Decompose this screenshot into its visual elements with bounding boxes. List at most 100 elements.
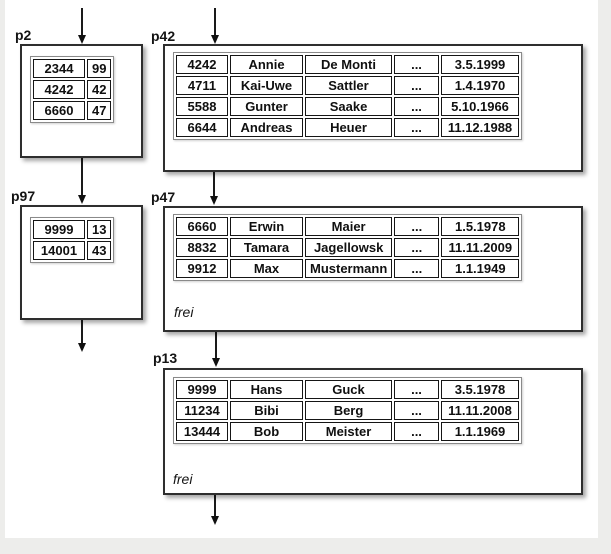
- table-cell: Andreas: [230, 118, 303, 137]
- table-cell: 3.5.1999: [441, 55, 519, 74]
- table-cell: 4242: [176, 55, 228, 74]
- table-cell: Berg: [305, 401, 392, 420]
- arrow-p13-out: [210, 495, 220, 525]
- table-cell: Saake: [305, 97, 392, 116]
- table-cell: 11.11.2008: [441, 401, 519, 420]
- table-cell: 4711: [176, 76, 228, 95]
- table-cell: Jagellowsk: [305, 238, 393, 257]
- table-cell: 1.4.1970: [441, 76, 519, 95]
- table-cell: 6644: [176, 118, 228, 137]
- table-cell: De Monti: [305, 55, 392, 74]
- table-cell: Gunter: [230, 97, 303, 116]
- arrow-line: [81, 320, 83, 344]
- arrow-p2-to-p97: [77, 158, 87, 204]
- table-cell: 9999: [176, 380, 228, 399]
- table-cell: 1.1.1949: [441, 259, 520, 278]
- table-cell: 5.10.1966: [441, 97, 519, 116]
- page-label-p47: p47: [151, 189, 176, 205]
- table-cell: ...: [394, 259, 440, 278]
- table-cell: 14001: [33, 241, 85, 260]
- table-cell: ...: [394, 422, 439, 441]
- arrow-into-p2: [77, 8, 87, 44]
- page-label-p42: p42: [151, 28, 176, 44]
- table-cell: Bibi: [230, 401, 303, 420]
- table-cell: 11234: [176, 401, 228, 420]
- table-cell: 43: [87, 241, 112, 260]
- table-cell: Sattler: [305, 76, 392, 95]
- table-cell: Meister: [305, 422, 392, 441]
- table-cell: 1.5.1978: [441, 217, 520, 236]
- table-cell: 3.5.1978: [441, 380, 519, 399]
- table-cell: 13: [87, 220, 112, 239]
- arrow-line: [81, 158, 83, 196]
- table-cell: ...: [394, 380, 439, 399]
- arrow-head-icon: [77, 195, 86, 204]
- table-cell: 9912: [176, 259, 228, 278]
- table-cell: Bob: [230, 422, 303, 441]
- table-cell: 13444: [176, 422, 228, 441]
- page-label-p97: p97: [11, 188, 36, 204]
- arrow-head-icon: [77, 343, 86, 352]
- table-cell: ...: [394, 76, 439, 95]
- page-label-p13: p13: [153, 350, 178, 366]
- page-margin-right: [598, 0, 611, 554]
- table-cell: ...: [394, 238, 440, 257]
- table-cell: 2344: [33, 59, 85, 78]
- arrow-line: [215, 332, 217, 359]
- table-cell: ...: [394, 401, 439, 420]
- table-cell: Max: [230, 259, 303, 278]
- table-cell: Annie: [230, 55, 303, 74]
- table-cell: 6660: [33, 101, 85, 120]
- table-cell: 11.11.2009: [441, 238, 520, 257]
- free-space-label: frei: [174, 304, 194, 320]
- table-cell: Hans: [230, 380, 303, 399]
- arrow-head-icon: [209, 196, 218, 205]
- table-cell: 99: [87, 59, 112, 78]
- table-cell: Maier: [305, 217, 393, 236]
- table-cell: 4242: [33, 80, 85, 99]
- table-cell: ...: [394, 118, 439, 137]
- arrow-head-icon: [210, 516, 219, 525]
- table-cell: Guck: [305, 380, 392, 399]
- table-cell: 9999: [33, 220, 85, 239]
- arrow-head-icon: [210, 35, 219, 44]
- arrow-line: [213, 172, 215, 197]
- table-cell: Heuer: [305, 118, 392, 137]
- table-cell: 47: [87, 101, 112, 120]
- arrow-head-icon: [211, 358, 220, 367]
- table-cell: 5588: [176, 97, 228, 116]
- table-cell: Tamara: [230, 238, 303, 257]
- arrow-head-icon: [77, 35, 86, 44]
- table-cell: 11.12.1988: [441, 118, 519, 137]
- table-cell: ...: [394, 217, 440, 236]
- page-margin-left: [0, 0, 5, 554]
- table-cell: Erwin: [230, 217, 303, 236]
- table-cell: 8832: [176, 238, 228, 257]
- arrow-p47-to-p13: [211, 332, 221, 367]
- arrow-line: [214, 495, 216, 517]
